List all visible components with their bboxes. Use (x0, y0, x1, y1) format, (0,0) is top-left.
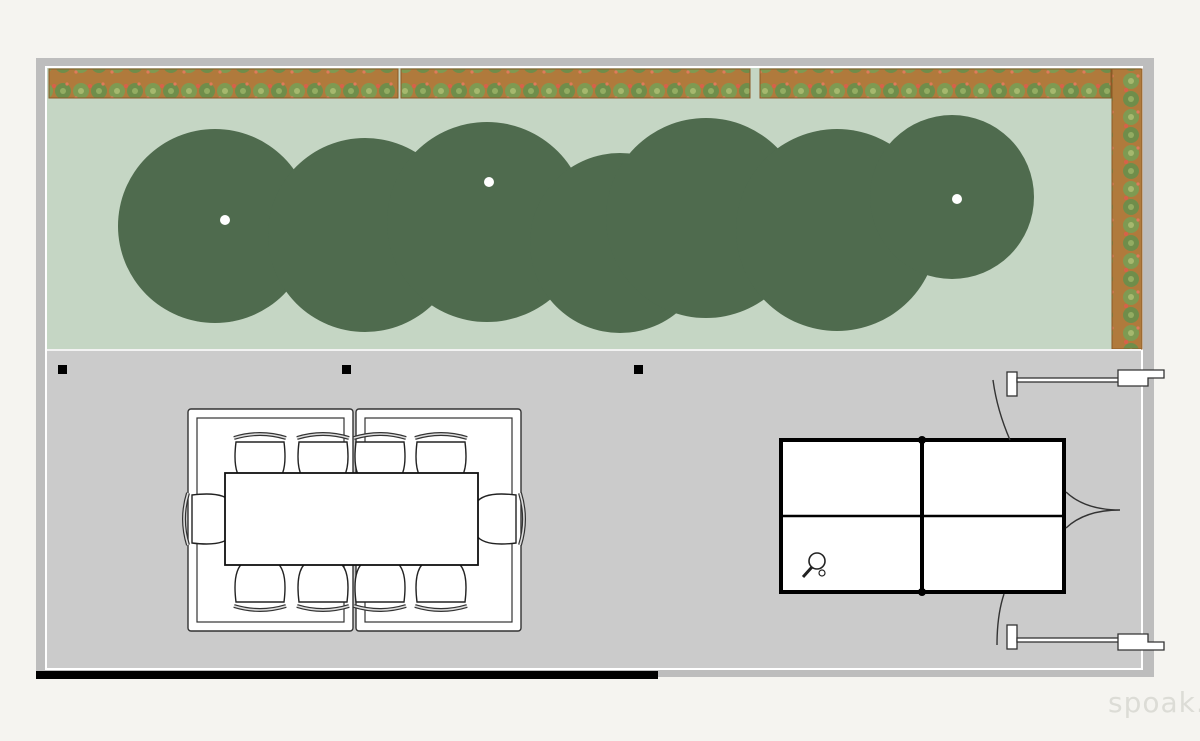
tree-row (118, 115, 1034, 333)
planter-4 (1111, 68, 1143, 350)
ping-pong-table (779, 436, 1066, 596)
planter-3 (759, 68, 1112, 99)
tree-trunk-marker (952, 194, 962, 204)
gate-swing-arc (992, 379, 1011, 441)
tree-trunk-marker (220, 215, 230, 225)
planter-2 (400, 68, 751, 99)
paddle-icon (801, 552, 826, 579)
bottom-wall-dark (36, 671, 658, 679)
watermark: spoak. (1108, 686, 1200, 719)
post (634, 365, 643, 374)
post (342, 365, 351, 374)
tree-trunk-marker (484, 177, 494, 187)
gate-swing-arc (996, 593, 1005, 646)
planter-1 (48, 68, 399, 99)
gate-latch (1065, 491, 1121, 529)
post (58, 365, 67, 374)
tree-1 (118, 129, 312, 323)
gate (1006, 369, 1165, 651)
dining-table (224, 472, 479, 566)
tree-7 (870, 115, 1034, 279)
ball-icon (818, 569, 826, 577)
